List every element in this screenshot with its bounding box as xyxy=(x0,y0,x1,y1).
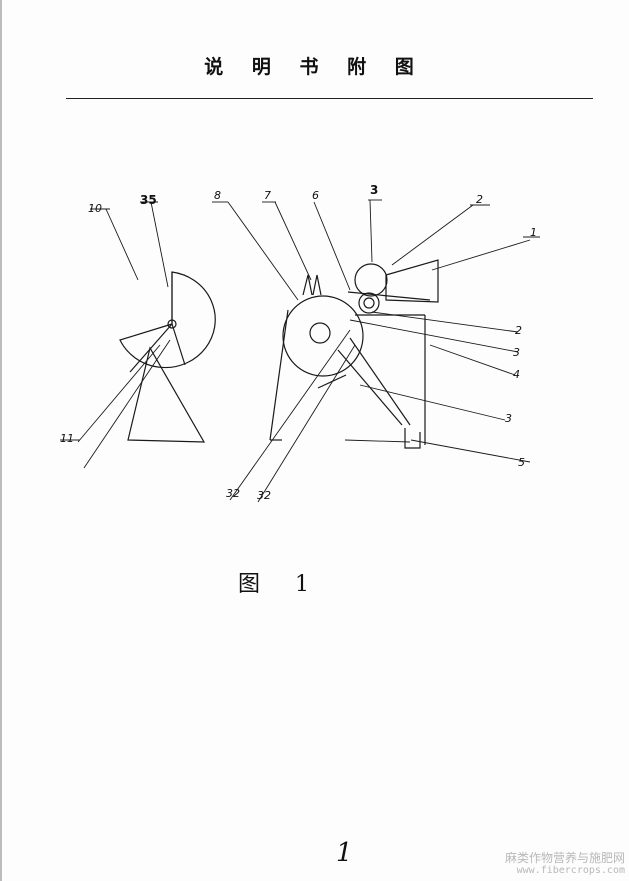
feed-hopper xyxy=(385,259,439,303)
label-8: 8 xyxy=(214,189,221,202)
label-6: 6 xyxy=(312,189,319,202)
label-1: 1 xyxy=(530,226,537,239)
watermark: 麻类作物营养与施肥网 www.fibercrops.com xyxy=(475,851,625,877)
label-3-top: 3 xyxy=(370,183,378,197)
left-disk-assembly xyxy=(119,271,216,443)
figure-caption: 图 1 xyxy=(238,572,323,597)
left-disk-hub xyxy=(167,319,177,329)
scan-edge xyxy=(0,0,2,881)
lower-roller-core xyxy=(363,297,375,309)
label-32-a: 32 xyxy=(226,487,240,500)
label-5: 5 xyxy=(518,456,525,469)
frame-left-edge xyxy=(269,309,289,441)
top-spikes xyxy=(302,274,322,296)
main-drum xyxy=(282,295,364,377)
label-10: 10 xyxy=(88,202,102,215)
label-7: 7 xyxy=(264,189,271,202)
label-2-top: 2 xyxy=(476,193,483,206)
label-35: 35 xyxy=(140,193,157,207)
document-title: 说 明 书 附 图 xyxy=(204,56,425,78)
left-disk-outline xyxy=(119,271,216,369)
link-arm-b xyxy=(349,337,411,426)
lower-roller xyxy=(358,292,380,314)
page-number: 1 xyxy=(336,838,353,868)
left-disk-arm-b xyxy=(171,323,186,366)
label-32-b: 32 xyxy=(257,489,271,502)
left-base-triangle xyxy=(127,346,206,443)
upper-roller xyxy=(354,263,388,297)
right-machine-assembly xyxy=(269,259,439,449)
watermark-url: www.fibercrops.com xyxy=(516,865,625,876)
lower-block xyxy=(404,428,421,449)
watermark-text-cn: 麻类作物营养与施肥网 xyxy=(504,850,625,865)
label-11: 11 xyxy=(60,432,74,445)
label-3-right: 3 xyxy=(513,346,520,359)
label-4: 4 xyxy=(513,368,520,381)
main-drum-hub xyxy=(309,322,331,344)
label-3-lower: 3 xyxy=(505,412,512,425)
label-2-right: 2 xyxy=(515,324,522,337)
leader-lines xyxy=(60,199,540,503)
title-rule xyxy=(66,98,593,99)
frame-floor xyxy=(344,439,411,443)
left-disk-arm-a xyxy=(129,323,173,373)
